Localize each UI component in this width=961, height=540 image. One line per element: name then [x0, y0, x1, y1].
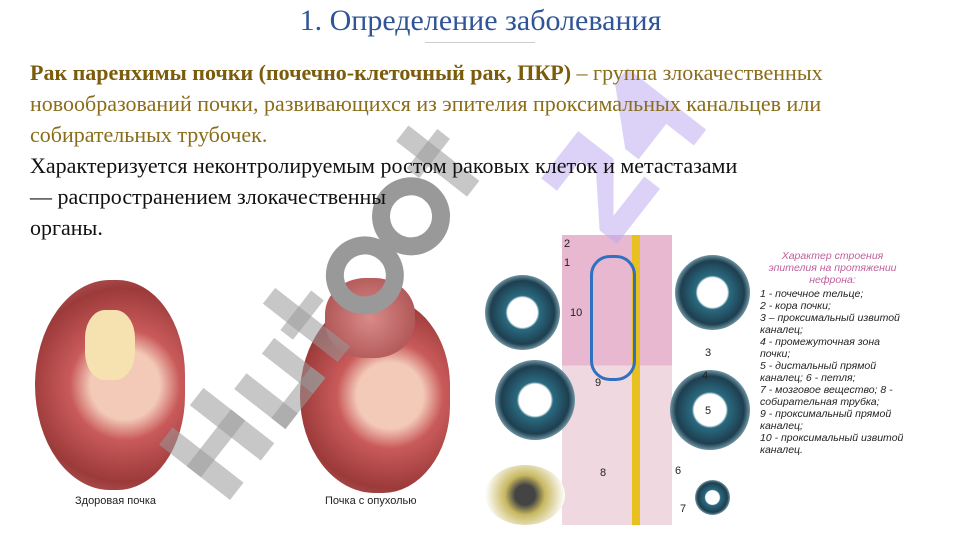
slide-title: 1. Определение заболевания [299, 4, 662, 37]
legend-item: 5 - дистальный прямой каналец; 6 - петля… [760, 360, 877, 384]
legend-item: 7 - мозговое вещество; 8 - собирательная… [760, 384, 893, 408]
nephron-diagram: 1 2 3 4 5 6 7 8 9 10 [480, 235, 755, 525]
legend-item: 1 - почечное тельце; [760, 288, 864, 300]
healthy-kidney-image: Здоровая почка [30, 280, 190, 525]
divider [425, 42, 535, 43]
tumor-caption: Почка с опухолью [325, 495, 417, 507]
legend-title: Характер строения эпителия на протяжении… [768, 250, 897, 286]
nephron-legend: Характер строения эпителия на протяжении… [760, 250, 905, 456]
label-4: 4 [702, 370, 709, 382]
label-2: 2 [564, 238, 571, 250]
label-5: 5 [705, 405, 712, 417]
legend-item: 9 - проксимальный прямой каналец; [760, 408, 892, 432]
legend-item: 4 - промежуточная зона почки; [760, 336, 880, 360]
label-8: 8 [600, 467, 607, 479]
label-6: 6 [675, 465, 682, 477]
tumor-kidney-image: Почка с опухолью [285, 278, 475, 525]
metastasis-text: — распространением злокачественны [30, 184, 387, 209]
organs-text: органы. [30, 215, 103, 240]
label-10: 10 [570, 307, 583, 319]
label-3: 3 [705, 347, 712, 359]
label-7: 7 [680, 503, 687, 515]
label-9: 9 [595, 377, 602, 389]
legend-item: 3 – проксимальный извитой каналец; [760, 312, 900, 336]
label-1: 1 [564, 257, 571, 269]
legend-item: 10 - проксимальный извитой каналец. [760, 432, 904, 456]
characteristic: Характеризуется неконтролируемым ростом … [30, 153, 738, 178]
healthy-caption: Здоровая почка [75, 495, 157, 507]
term: Рак паренхимы почки (почечно-клеточный р… [30, 60, 572, 85]
legend-item: 2 - кора почки; [760, 300, 831, 312]
definition-text: Рак паренхимы почки (почечно-клеточный р… [30, 57, 910, 243]
